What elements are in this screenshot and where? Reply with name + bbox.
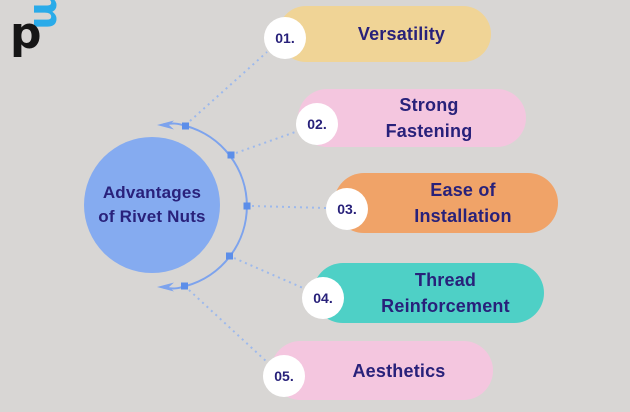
arrow-left-top-icon <box>157 120 174 130</box>
advantage-pill-versatility: Versatility <box>278 6 491 62</box>
advantage-pill-aesthetics: Aesthetics <box>271 341 493 400</box>
brand-logo: m p <box>10 0 72 66</box>
central-title-line2: of Rivet Nuts <box>98 207 206 226</box>
dotted-connector-5 <box>188 289 268 363</box>
dotted-connector-3 <box>251 205 327 209</box>
dotted-connector-2 <box>235 130 299 154</box>
connector-node-3 <box>243 202 251 210</box>
pill-label: Versatility <box>357 24 446 44</box>
connector-node-1 <box>182 122 189 130</box>
central-topic-circle: Advantages of Rivet Nuts <box>84 137 220 273</box>
pill-label: Aesthetics <box>352 360 446 381</box>
central-title-line1: Advantages <box>102 183 202 202</box>
advantage-pill-thread-reinforcement: Thread Reinforcement <box>313 263 544 323</box>
dotted-connector-4 <box>233 257 304 289</box>
advantage-pill-ease-of-installation: Ease of Installation <box>334 173 558 233</box>
pill-label: Strong Fastening <box>385 95 473 141</box>
connector-node-4 <box>226 252 233 260</box>
step-number-badge-5: 05. <box>263 355 305 397</box>
connector-node-2 <box>227 151 235 159</box>
step-number-badge-2: 02. <box>296 103 338 145</box>
connector-node-5 <box>181 282 188 290</box>
step-number-badge-4: 04. <box>302 277 344 319</box>
dotted-connector-1 <box>189 51 268 122</box>
logo-letter-p: p <box>10 8 42 59</box>
pill-label: Thread Reinforcement <box>381 270 510 316</box>
pill-label: Ease of Installation <box>414 180 512 226</box>
step-number-badge-1: 01. <box>264 17 306 59</box>
step-number-badge-3: 03. <box>326 188 368 230</box>
arrow-left-bottom-icon <box>157 282 174 292</box>
